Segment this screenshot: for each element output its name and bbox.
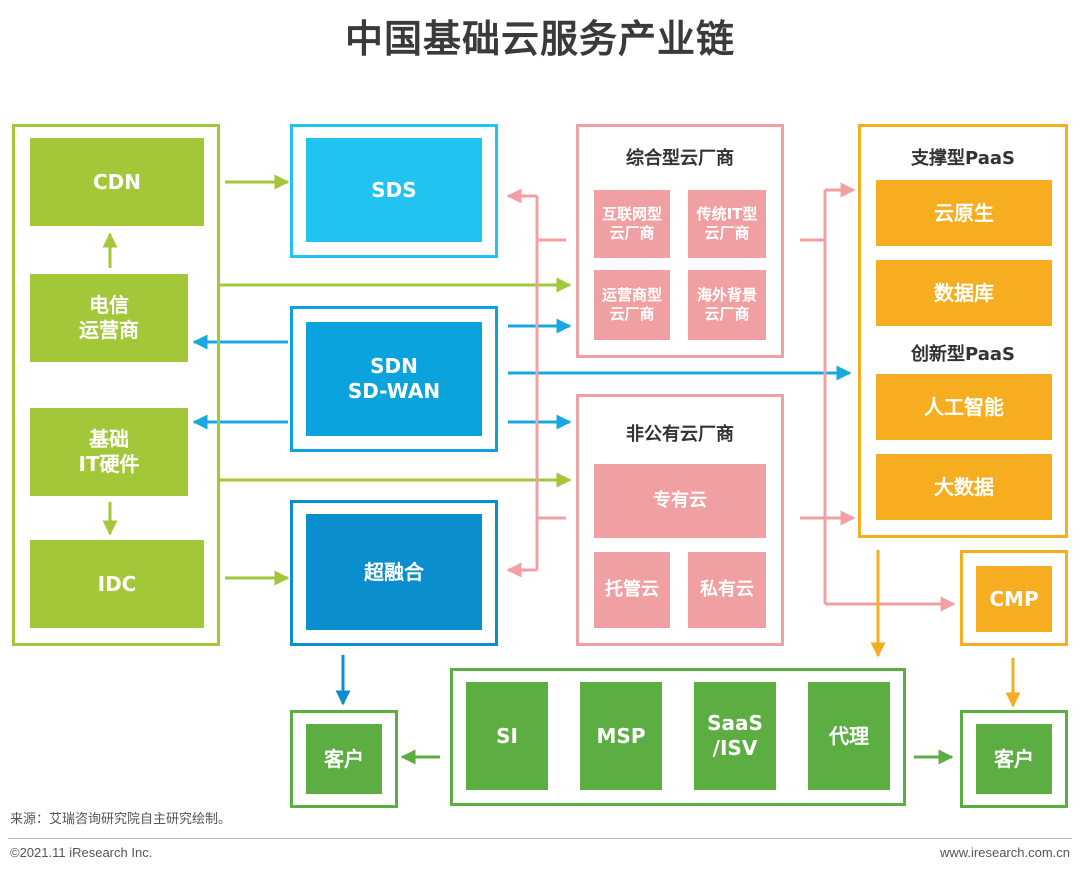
it-hardware-box: 基础 IT硬件 xyxy=(30,408,188,496)
customer-right-box: 客户 xyxy=(976,724,1052,794)
cmp-box: CMP xyxy=(976,566,1052,632)
traditional-it-vendor-box: 传统IT型 云厂商 xyxy=(688,190,766,258)
nonpublic-vendors-frame xyxy=(576,394,784,646)
idc-box: IDC xyxy=(30,540,204,628)
comprehensive-vendors-header: 综合型云厂商 xyxy=(626,148,734,169)
sdn-sdwan-box: SDN SD-WAN xyxy=(306,322,482,436)
cdn-box: CDN xyxy=(30,138,204,226)
sdn-frame xyxy=(290,306,498,452)
website: www.iresearch.com.cn xyxy=(939,845,1070,860)
copyright: ©2021.11 iResearch Inc. xyxy=(10,845,153,860)
bigdata-box: 大数据 xyxy=(876,454,1052,520)
sds-box: SDS xyxy=(306,138,482,242)
private-cloud-box: 私有云 xyxy=(688,552,766,628)
footer-divider xyxy=(8,838,1072,839)
overseas-vendor-box: 海外背景 云厂商 xyxy=(688,270,766,340)
hyperconverged-box: 超融合 xyxy=(306,514,482,630)
comprehensive-vendors-frame xyxy=(576,124,784,358)
support-paas-header: 支撑型PaaS xyxy=(911,148,1015,169)
database-box: 数据库 xyxy=(876,260,1052,326)
customer-left-box: 客户 xyxy=(306,724,382,794)
paas-frame xyxy=(858,124,1068,538)
internet-vendor-box: 互联网型 云厂商 xyxy=(594,190,670,258)
hci-frame xyxy=(290,500,498,646)
cloud-native-box: 云原生 xyxy=(876,180,1052,246)
agent-box: 代理 xyxy=(808,682,890,790)
ai-box: 人工智能 xyxy=(876,374,1052,440)
innovative-paas-header: 创新型PaaS xyxy=(911,344,1015,365)
operator-vendor-box: 运营商型 云厂商 xyxy=(594,270,670,340)
page-title: 中国基础云服务产业链 xyxy=(344,17,735,61)
saas-isv-box: SaaS /ISV xyxy=(694,682,776,790)
channels-frame xyxy=(450,668,906,806)
si-box: SI xyxy=(466,682,548,790)
hosted-cloud-box: 托管云 xyxy=(594,552,670,628)
cmp-frame xyxy=(960,550,1068,646)
customer-left-frame xyxy=(290,710,398,808)
sds-frame xyxy=(290,124,498,258)
nonpublic-vendors-header: 非公有云厂商 xyxy=(626,424,734,445)
telecom-operator-box: 电信 运营商 xyxy=(30,274,188,362)
msp-box: MSP xyxy=(580,682,662,790)
dedicated-cloud-box: 专有云 xyxy=(594,464,766,538)
infrastructure-frame xyxy=(12,124,220,646)
customer-right-frame xyxy=(960,710,1068,808)
source-note: 来源：艾瑞咨询研究院自主研究绘制。 xyxy=(10,812,232,827)
